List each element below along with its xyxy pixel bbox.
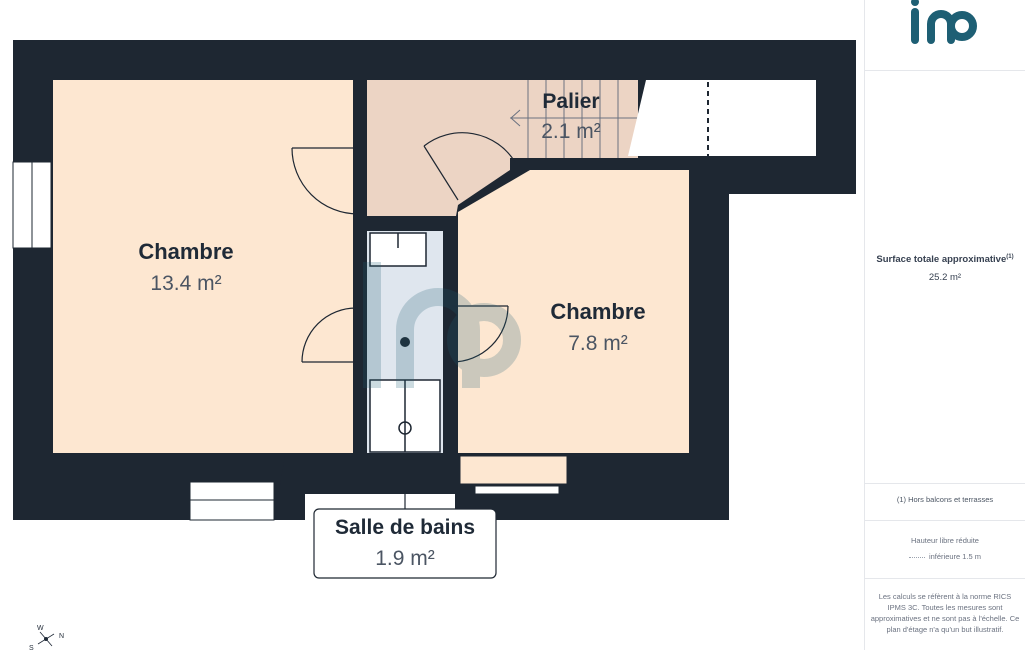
compass-s: S (29, 645, 34, 650)
room-palier (367, 80, 510, 216)
reduced-height-label: Hauteur libre réduite (911, 536, 979, 545)
reduced-height-zone (628, 80, 816, 156)
room-area-salle-de-bains: 1.9 m² (375, 547, 435, 570)
dotted-line-icon (908, 556, 925, 558)
bathtub-drain (398, 421, 412, 435)
entry-notch (274, 453, 367, 520)
room-name-chambre-1: Chambre (138, 239, 233, 264)
callout-box-salle-de-bains (313, 508, 497, 579)
disclaimer: Les calculs se réfèrent à la norme RICS … (870, 592, 1020, 634)
room-chambre-1 (53, 80, 353, 453)
total-surface-value: 25.2 m² (928, 272, 962, 283)
staircase (510, 80, 638, 158)
panel-separator (865, 520, 1025, 521)
room-area-palier: 2.1 m² (541, 120, 601, 143)
room-chambre-2 (458, 170, 689, 453)
windows (12, 161, 568, 521)
watermark-logo (363, 262, 521, 388)
compass-icon: W N S (29, 625, 64, 650)
total-surface-label: Surface totale approximative(1) (876, 254, 1014, 266)
compass-w: W (37, 625, 44, 632)
room-name-palier: Palier (542, 90, 599, 113)
footnote: (1) Hors balcons et terrasses (896, 495, 994, 504)
stair-steps (510, 80, 638, 158)
room-area-chambre-2: 7.8 m² (568, 332, 628, 355)
panel-separator (865, 483, 1025, 484)
side-panel: Surface totale approximative(1) 25.2 m² … (864, 0, 1025, 650)
floor-plan: Chambre 13.4 m² Palier 2.1 m² Chambre 7.… (12, 40, 856, 579)
doors (291, 132, 516, 363)
room-name-salle-de-bains: Salle de bains (335, 516, 475, 539)
brand-logo-icon (911, 0, 977, 44)
panel-separator (865, 578, 1025, 579)
ceiling-light (400, 337, 410, 347)
panel-separator (865, 70, 1025, 71)
room-name-chambre-2: Chambre (550, 299, 645, 324)
compass-n: N (59, 633, 64, 640)
room-area-chambre-1: 13.4 m² (150, 272, 221, 295)
reduced-height-legend: inférieure 1.5 m (869, 552, 1021, 561)
